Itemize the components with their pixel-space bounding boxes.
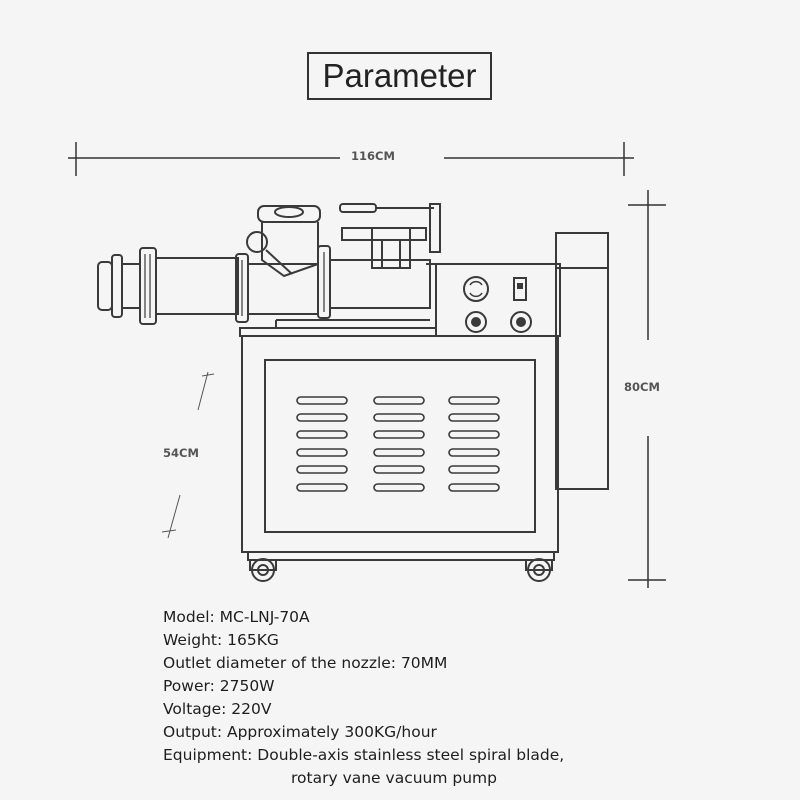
spec-weight: Weight: 165KG [163,631,279,649]
wheels [249,558,553,582]
height-dimension-line [628,190,666,588]
spec-output: Output: Approximately 300KG/hour [163,723,437,741]
spec-nozzle: Outlet diameter of the nozzle: 70MM [163,654,448,672]
power-switch-icon [513,277,527,301]
spec-power: Power: 2750W [163,677,275,695]
spec-list: Model: MC-LNJ-70A Weight: 165KG Outlet d… [163,606,564,790]
vacuum-housing [555,232,609,490]
hopper [246,205,321,278]
control-panel [426,263,561,337]
lever [339,203,441,269]
vent-slots [296,396,500,492]
width-dimension-line [68,142,634,176]
base-cabinet [241,335,559,561]
control-knobs [465,311,532,333]
extruder-barrel [235,245,431,323]
height-label: 80CM [624,380,660,394]
outlet-nozzle [97,247,239,325]
gauge-icon [463,276,489,302]
spec-equipment-continued: rotary vane vacuum pump [291,769,497,787]
page-title: Parameter [307,52,492,100]
spec-equipment: Equipment: Double-axis stainless steel s… [163,746,565,764]
spec-model: Model: MC-LNJ-70A [163,608,310,626]
depth-dimension-line [161,371,215,539]
depth-label: 54CM [163,446,199,460]
width-label: 116CM [351,149,395,163]
spec-voltage: Voltage: 220V [163,700,272,718]
top-frame [239,319,437,337]
